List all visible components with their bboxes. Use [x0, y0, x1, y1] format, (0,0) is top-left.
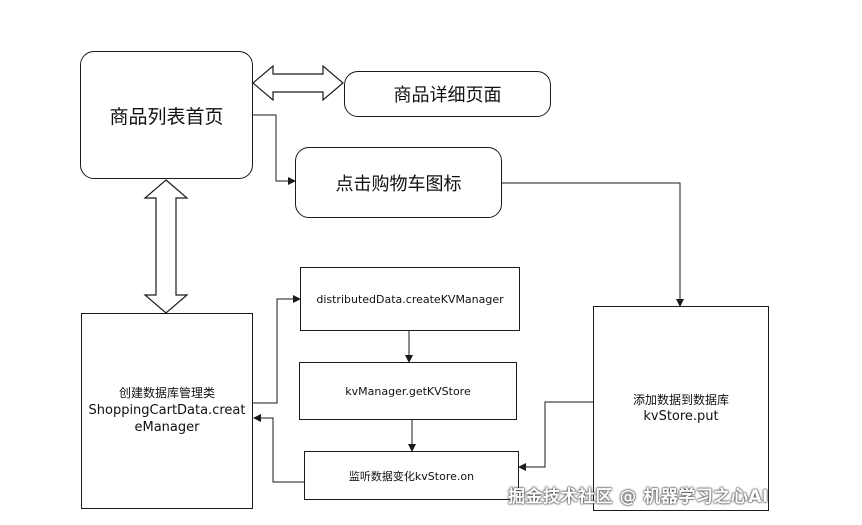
- node-product-list-home: 商品列表首页: [80, 51, 253, 179]
- node-get-kv-store-label: kvManager.getKVStore: [345, 384, 471, 398]
- node-get-kv-store: kvManager.getKVStore: [299, 362, 517, 420]
- edge-cart-adddata: [502, 182, 684, 307]
- node-add-data-to-db-line1: 添加数据到数据库: [632, 392, 729, 407]
- edge-createdb-createkv: [253, 295, 301, 404]
- edge-home-createdb-double-arrow: [143, 179, 189, 314]
- node-product-detail-page: 商品详细页面: [344, 71, 551, 117]
- node-click-cart-icon: 点击购物车图标: [295, 147, 502, 218]
- node-create-db-manager-line3: eManager: [134, 420, 200, 436]
- node-add-data-to-db-line2: kvStore.put: [643, 408, 719, 424]
- edge-home-cart: [252, 114, 296, 185]
- node-click-cart-icon-label: 点击购物车图标: [335, 173, 462, 195]
- node-listen-data-change: 监听数据变化kvStore.on: [304, 451, 519, 500]
- node-listen-data-change-label: 监听数据变化kvStore.on: [348, 469, 475, 483]
- node-add-data-to-db: 添加数据到数据库 kvStore.put: [593, 306, 769, 511]
- node-product-detail-page-label: 商品详细页面: [393, 85, 502, 106]
- node-create-kv-manager: distributedData.createKVManager: [300, 267, 520, 331]
- node-create-kv-manager-label: distributedData.createKVManager: [316, 292, 504, 306]
- edge-home-detail-double-arrow: [252, 64, 344, 102]
- node-product-list-home-label: 商品列表首页: [109, 105, 224, 128]
- node-create-db-manager: 创建数据库管理类 ShoppingCartData.creat eManager: [81, 313, 253, 509]
- node-create-db-manager-line1: 创建数据库管理类: [118, 386, 215, 401]
- edge-listen-createdb: [253, 414, 304, 483]
- watermark-text: 掘金技术社区 @ 机器学习之心AI: [508, 487, 769, 507]
- node-create-db-manager-line2: ShoppingCartData.creat: [88, 402, 246, 418]
- edge-adddata-listen: [518, 401, 593, 471]
